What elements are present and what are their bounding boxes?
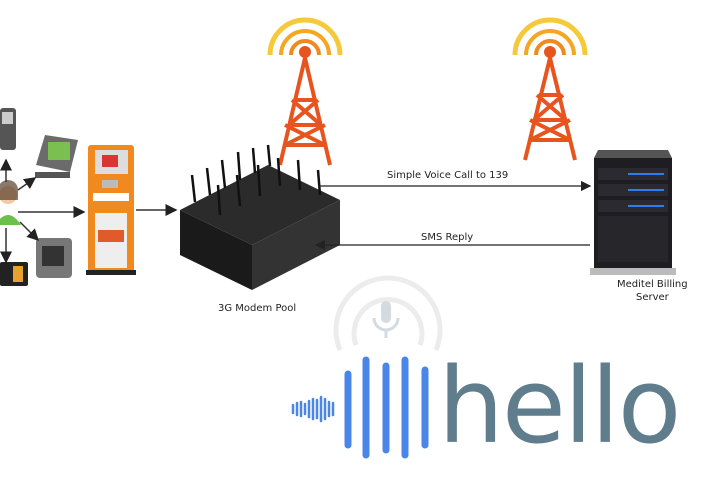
hello-wordmark: hello	[438, 345, 679, 467]
tablet-icon	[0, 262, 28, 286]
cell-tower-icon	[267, 17, 343, 166]
voice-call-label: Simple Voice Call to 139	[387, 170, 508, 181]
hello-logo: hello	[291, 275, 681, 467]
connector-arrows	[0, 158, 178, 264]
modem-pool-label: 3G Modem Pool	[218, 303, 296, 314]
server-label-line1: Meditel Billing	[617, 279, 688, 290]
pos-station-icon	[35, 135, 78, 178]
cell-tower-icon	[512, 17, 588, 161]
card-reader-icon	[36, 238, 72, 278]
payment-kiosk-icon	[86, 145, 136, 275]
modem-pool-icon	[180, 144, 340, 290]
server-label-line2: Server	[636, 292, 670, 303]
sms-reply-label: SMS Reply	[421, 232, 473, 243]
billing-server-icon	[590, 150, 676, 275]
pos-terminal-icon	[0, 108, 16, 150]
sound-wave-icon	[291, 356, 429, 459]
microphone-icon	[333, 275, 443, 351]
customer-icon	[0, 180, 21, 225]
